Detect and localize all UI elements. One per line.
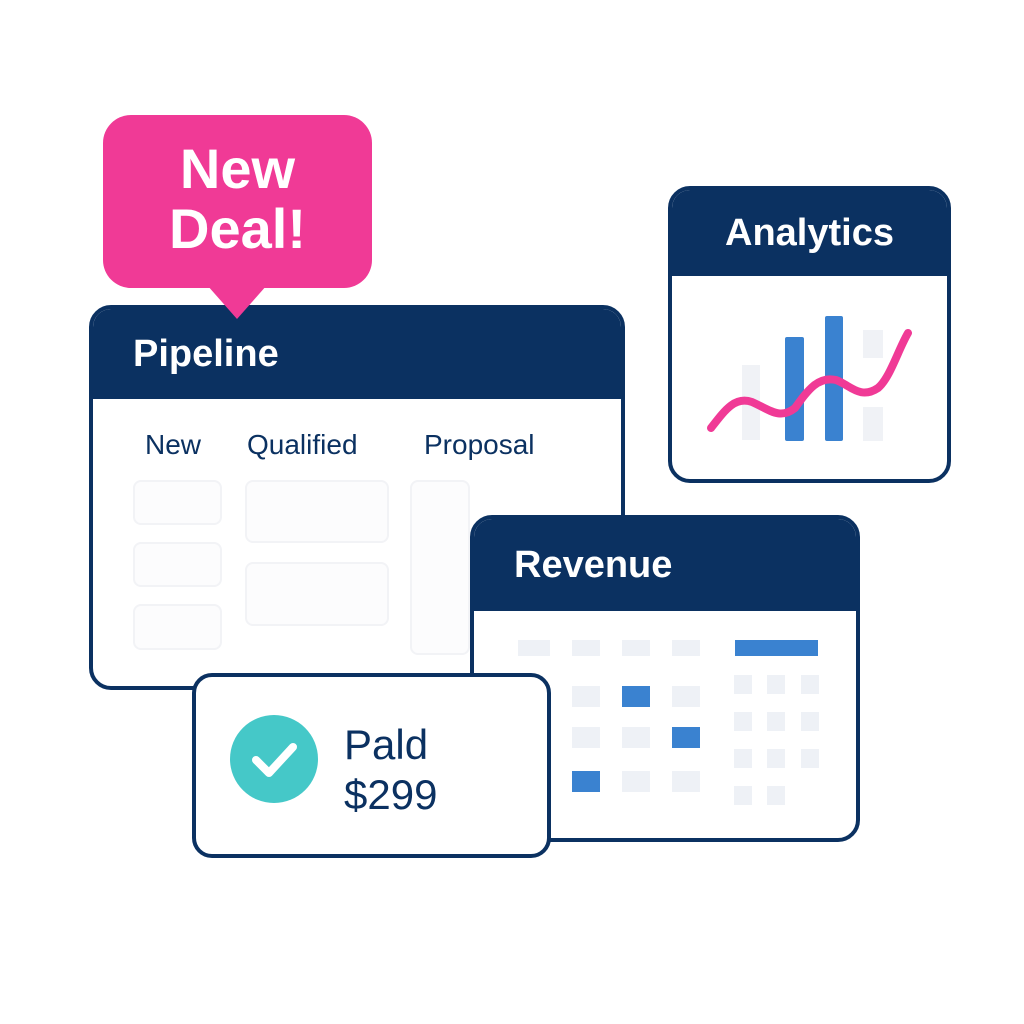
calendar-cell-highlighted <box>735 640 818 656</box>
deal-card-placeholder <box>245 562 389 626</box>
column-qualified: Qualified <box>247 429 358 460</box>
pipeline-card: Pipeline New Qualified Proposal <box>89 305 625 690</box>
column-new: New <box>145 429 202 460</box>
calendar-cell <box>801 675 819 694</box>
bubble-line1: New <box>179 137 296 200</box>
calendar-cell <box>734 675 752 694</box>
deal-card-placeholder <box>133 604 222 650</box>
payment-status: Pald <box>344 721 429 768</box>
calendar-cell <box>734 786 752 805</box>
bubble-line2: Deal! <box>169 197 306 260</box>
calendar-cell <box>801 712 819 731</box>
calendar-cell <box>672 640 700 656</box>
check-icon <box>230 715 318 803</box>
new-deal-bubble: New Deal! <box>103 115 372 319</box>
calendar-cell <box>767 675 785 694</box>
calendar-cell-highlighted <box>622 686 650 707</box>
analytics-card: Analytics <box>668 186 951 483</box>
calendar-cell <box>572 640 600 656</box>
deal-card-placeholder <box>410 480 470 655</box>
calendar-cell <box>767 786 785 805</box>
calendar-cell <box>767 712 785 731</box>
calendar-cell <box>767 749 785 768</box>
analytics-title: Analytics <box>725 211 894 254</box>
calendar-cell <box>734 712 752 731</box>
deal-card-placeholder <box>133 480 222 525</box>
calendar-cell <box>672 771 700 792</box>
calendar-cell <box>572 686 600 707</box>
payment-card: Pald $299 <box>192 673 551 858</box>
payment-amount: $299 <box>344 771 438 818</box>
calendar-cell <box>622 640 650 656</box>
deal-card-placeholder <box>245 480 389 543</box>
column-proposal: Proposal <box>424 429 535 460</box>
revenue-title: Revenue <box>514 543 673 586</box>
calendar-cell <box>572 727 600 748</box>
calendar-cell <box>518 640 550 656</box>
calendar-cell <box>672 686 700 707</box>
bubble-tail <box>207 285 267 319</box>
revenue-header: Revenue <box>474 519 856 611</box>
calendar-cell <box>622 727 650 748</box>
deal-card-placeholder <box>133 542 222 587</box>
calendar-cell <box>734 749 752 768</box>
calendar-cell <box>801 749 819 768</box>
calendar-cell-highlighted <box>572 771 600 792</box>
analytics-header: Analytics <box>672 190 947 276</box>
pipeline-title: Pipeline <box>133 332 279 375</box>
calendar-cell-highlighted <box>672 727 700 748</box>
pipeline-header: Pipeline <box>93 309 621 399</box>
calendar-cell <box>622 771 650 792</box>
